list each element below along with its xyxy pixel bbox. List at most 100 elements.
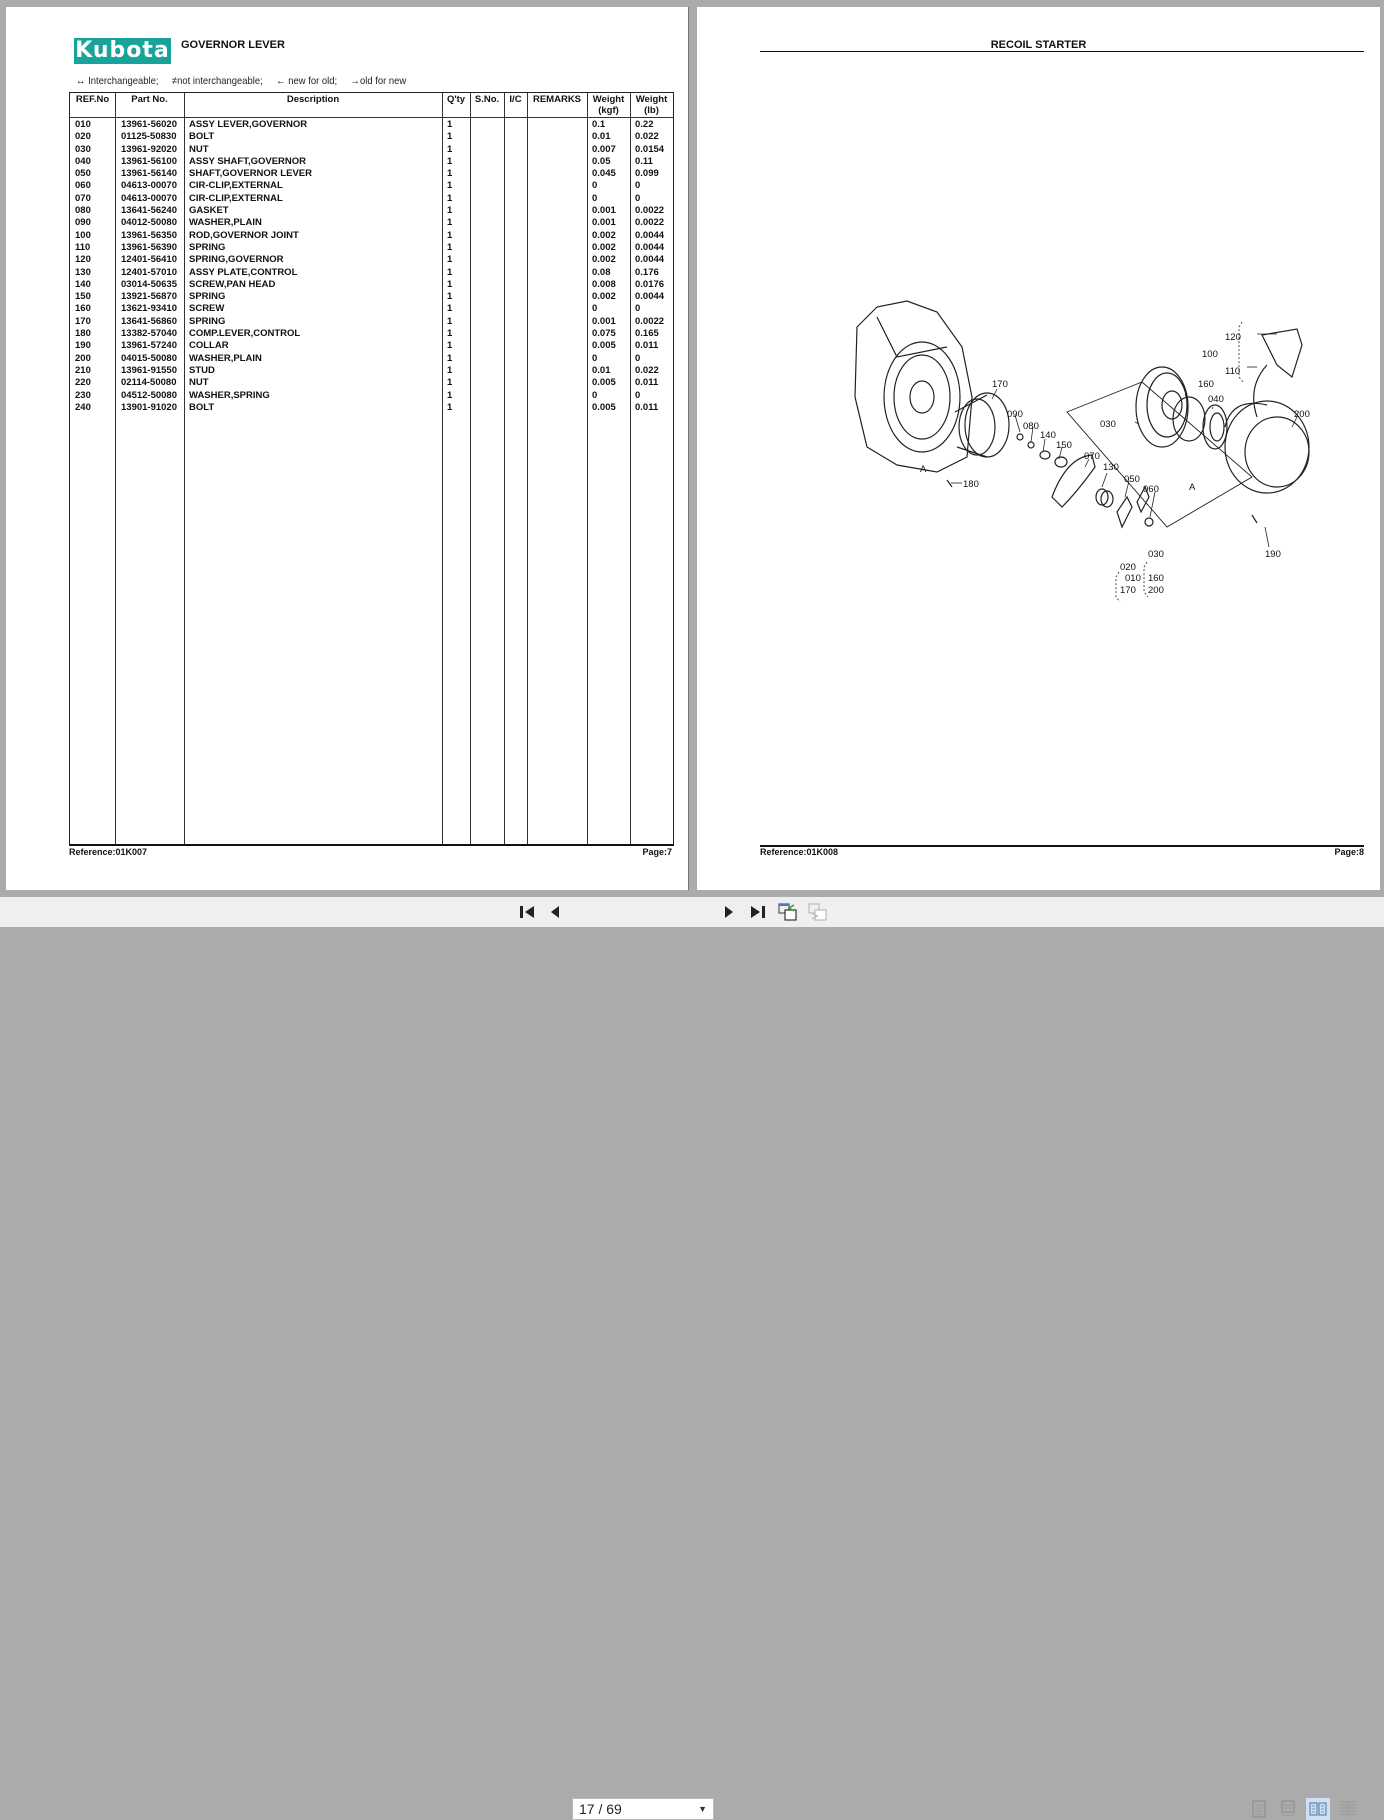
cell-qty: 1 xyxy=(447,192,453,204)
kubota-logo: Kubota xyxy=(74,38,171,64)
cell-description: ASSY SHAFT,GOVERNOR xyxy=(189,155,307,167)
cell-qty: 1 xyxy=(447,241,453,253)
page-title: GOVERNOR LEVER xyxy=(181,39,285,51)
cell-part-no: 13641-56240 xyxy=(121,205,177,217)
cell-description: SPRING xyxy=(189,291,226,303)
callout-120: 120 xyxy=(1225,332,1241,343)
page-dropdown-arrow-icon[interactable]: ▼ xyxy=(698,1804,707,1814)
cell-weight-kgf: 0.08 xyxy=(592,266,611,278)
document-viewport[interactable]: Kubota GOVERNOR LEVER ↔ Interchangeable;… xyxy=(0,0,1384,897)
cell-weight-lb: 0.165 xyxy=(635,328,659,340)
page-number-input[interactable]: 17 / 69 ▼ xyxy=(572,1798,714,1820)
column-divider xyxy=(470,93,471,844)
cell-weight-kgf: 0.045 xyxy=(592,168,616,180)
callout-150: 150 xyxy=(1056,440,1072,451)
cell-ref-no: 140 xyxy=(75,278,91,290)
cell-weight-lb: 0.011 xyxy=(635,340,659,352)
page-number: Page:8 xyxy=(1334,847,1364,857)
continuous-view-button[interactable] xyxy=(1276,1798,1300,1820)
cell-weight-kgf: 0.005 xyxy=(592,377,616,389)
cell-ref-no: 150 xyxy=(75,291,91,303)
cell-weight-lb: 0.176 xyxy=(635,266,659,278)
header-weight-lb-line2: (lb) xyxy=(644,105,659,116)
header-qty: Q'ty xyxy=(446,94,466,105)
cell-qty: 1 xyxy=(447,229,453,241)
two-page-continuous-view-button[interactable] xyxy=(1336,1798,1360,1820)
cell-description: ROD,GOVERNOR JOINT xyxy=(189,229,299,241)
cell-qty: 1 xyxy=(447,217,453,229)
callout-160: 160 xyxy=(1198,379,1214,390)
last-page-button[interactable] xyxy=(747,902,769,922)
cell-part-no: 04012-50080 xyxy=(121,217,177,229)
cell-part-no: 04512-50080 xyxy=(121,389,177,401)
cell-ref-no: 240 xyxy=(75,401,91,413)
cell-description: BOLT xyxy=(189,401,215,413)
cell-weight-lb: 0.022 xyxy=(635,131,659,143)
callout-190: 190 xyxy=(1265,549,1281,560)
group-label-010: 010 xyxy=(1125,573,1141,584)
cell-weight-lb: 0.11 xyxy=(635,155,653,167)
group-label-020: 020 xyxy=(1120,562,1136,573)
cell-qty: 1 xyxy=(447,389,453,401)
cell-description: SCREW,PAN HEAD xyxy=(189,278,276,290)
cell-weight-lb: 0 xyxy=(635,352,641,364)
cell-description: CIR-CLIP,EXTERNAL xyxy=(189,180,283,192)
cell-ref-no: 160 xyxy=(75,303,91,315)
cell-description: SPRING xyxy=(189,315,226,327)
cell-description: COMP.LEVER,CONTROL xyxy=(189,328,301,340)
first-page-button[interactable] xyxy=(516,902,538,922)
cell-weight-lb: 0.22 xyxy=(635,119,654,130)
cell-ref-no: 050 xyxy=(75,168,91,180)
column-divider xyxy=(184,93,185,844)
column-divider xyxy=(442,93,443,844)
last-page-icon xyxy=(751,906,765,918)
cell-qty: 1 xyxy=(447,291,453,303)
callout-080: 080 xyxy=(1023,421,1039,432)
cell-weight-kgf: 0.001 xyxy=(592,205,616,217)
cell-weight-kgf: 0.075 xyxy=(592,328,616,340)
callout-060: 060 xyxy=(1143,484,1159,495)
first-page-icon xyxy=(520,906,534,918)
cell-description: WASHER,SPRING xyxy=(189,389,270,401)
callout-130: 130 xyxy=(1103,462,1119,473)
previous-page-button[interactable] xyxy=(546,902,564,922)
next-view-button[interactable] xyxy=(807,902,829,922)
single-page-view-button[interactable] xyxy=(1247,1798,1271,1820)
cell-weight-kgf: 0 xyxy=(592,180,598,192)
cell-ref-no: 220 xyxy=(75,377,91,389)
page-title: RECOIL STARTER xyxy=(990,39,1087,51)
parts-table: REF.No Part No. Description Q'ty S.No. I… xyxy=(69,92,674,846)
header-serial-no: S.No. xyxy=(474,94,500,105)
cell-part-no: 13921-56870 xyxy=(121,291,177,303)
previous-view-button[interactable] xyxy=(777,902,799,922)
cell-qty: 1 xyxy=(447,119,453,130)
two-page-view-button[interactable] xyxy=(1306,1798,1330,1820)
next-page-button[interactable] xyxy=(720,902,738,922)
cell-weight-lb: 0.0022 xyxy=(635,217,665,229)
group-label-160: 160 xyxy=(1148,573,1164,584)
page-number: Page:7 xyxy=(642,847,672,857)
cell-weight-kgf: 0.05 xyxy=(592,155,611,167)
group-label-170: 170 xyxy=(1120,585,1136,596)
cell-qty: 1 xyxy=(447,377,453,389)
cell-qty: 1 xyxy=(447,352,453,364)
cell-ref-no: 190 xyxy=(75,340,91,352)
cell-ref-no: 110 xyxy=(75,241,91,253)
cell-weight-lb: 0 xyxy=(635,303,641,315)
cell-part-no: 13961-56100 xyxy=(121,155,177,167)
navigation-toolbar: 17 / 69 ▼ xyxy=(0,897,1384,1820)
cell-ref-no: 070 xyxy=(75,192,91,204)
cell-description: SHAFT,GOVERNOR LEVER xyxy=(189,168,312,180)
cell-description: NUT xyxy=(189,377,209,389)
cell-weight-lb: 0.011 xyxy=(635,377,659,389)
cell-weight-kgf: 0.002 xyxy=(592,254,616,266)
cell-qty: 1 xyxy=(447,340,453,352)
callout-170: 170 xyxy=(992,379,1008,390)
